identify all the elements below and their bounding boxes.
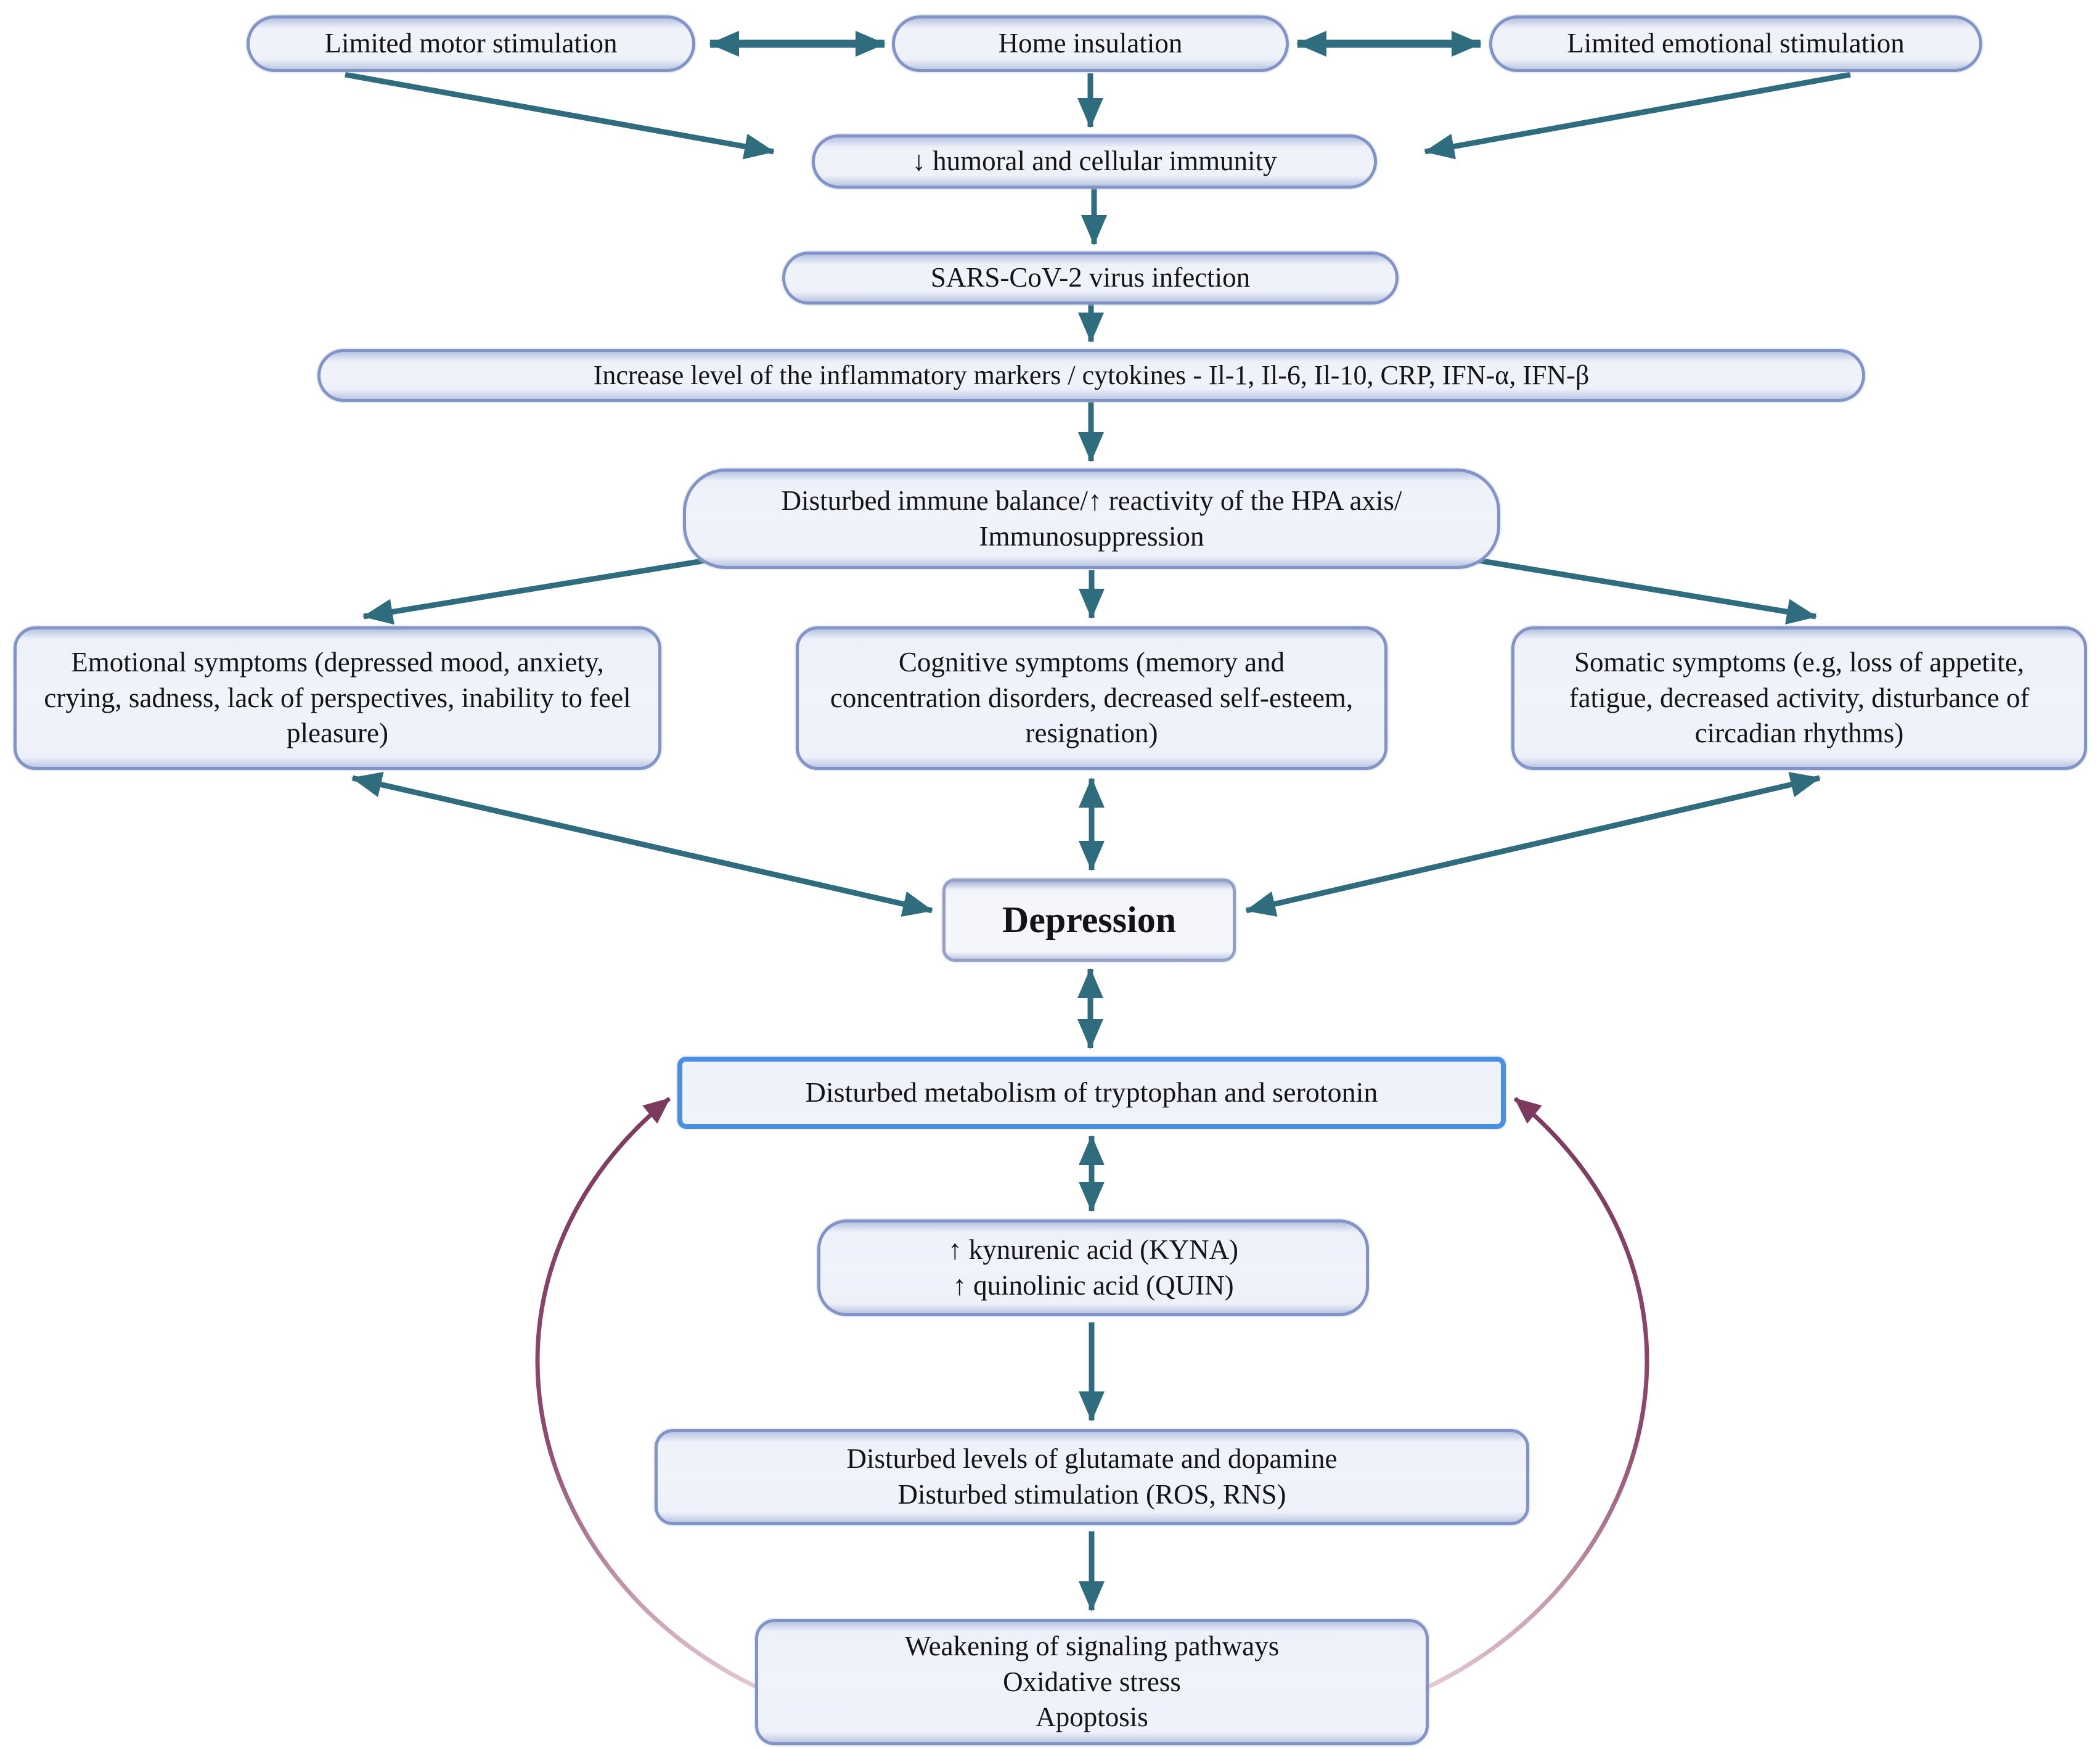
node-depression: Depression <box>942 879 1236 962</box>
node-emotional-symptoms: Emotional symptoms (depressed mood, anxi… <box>14 626 661 770</box>
node-label: Disturbed metabolism of tryptophan and s… <box>805 1076 1378 1108</box>
node-label-line3: Apoptosis <box>1036 1702 1148 1733</box>
node-weakening-oxidative-apoptosis: Weakening of signaling pathways Oxidativ… <box>755 1619 1429 1745</box>
node-label: Limited motor stimulation <box>324 28 618 59</box>
node-label-line2: Disturbed stimulation (ROS, RNS) <box>897 1479 1286 1510</box>
node-label: ↓ humoral and cellular immunity <box>912 145 1277 177</box>
node-label-line1: Disturbed levels of glutamate and dopami… <box>846 1443 1338 1475</box>
edge-emotional-depression <box>351 772 933 917</box>
edge-weakening-to-tryptophan-left <box>535 1097 779 1699</box>
edge-weakening-to-tryptophan-right <box>1405 1097 1649 1699</box>
node-tryptophan-serotonin-metabolism: Disturbed metabolism of tryptophan and s… <box>677 1057 1506 1129</box>
node-limited-motor-stimulation: Limited motor stimulation <box>247 15 695 72</box>
node-glutamate-dopamine: Disturbed levels of glutamate and dopami… <box>655 1429 1529 1525</box>
edge-limited-motor-to-humoral <box>345 72 775 160</box>
node-label-line1: ↑ kynurenic acid (KYNA) <box>947 1234 1239 1265</box>
node-somatic-symptoms: Somatic symptoms (e.g, loss of appetite,… <box>1511 626 2087 770</box>
node-label-line2: Oxidative stress <box>1003 1666 1181 1697</box>
node-home-insulation: Home insulation <box>892 15 1289 72</box>
node-disturbed-immune-balance: Disturbed immune balance/↑ reactivity of… <box>683 469 1500 569</box>
node-humoral-cellular-immunity: ↓ humoral and cellular immunity <box>812 134 1377 189</box>
node-label: Increase level of the inflammatory marke… <box>593 359 1590 390</box>
edge-immune-to-emotional <box>362 557 711 625</box>
node-sars-cov2-infection: SARS-CoV-2 virus infection <box>782 252 1399 305</box>
edge-limited-emotional-to-humoral <box>1424 72 1851 160</box>
node-label: Disturbed immune balance/↑ reactivity of… <box>781 485 1402 552</box>
node-inflammatory-markers: Increase level of the inflammatory marke… <box>317 349 1865 402</box>
node-label: Home insulation <box>998 28 1183 59</box>
node-label-line1: Weakening of signaling pathways <box>904 1631 1280 1662</box>
edge-immune-to-somatic <box>1474 557 1817 625</box>
node-label: Cognitive symptoms (memory and concentra… <box>830 647 1354 749</box>
node-limited-emotional-stimulation: Limited emotional stimulation <box>1489 15 1982 72</box>
node-label: Somatic symptoms (e.g, loss of appetite,… <box>1569 647 2030 749</box>
node-label-line2: ↑ quinolinic acid (QUIN) <box>952 1269 1234 1301</box>
node-label: Depression <box>1002 899 1177 941</box>
node-cognitive-symptoms: Cognitive symptoms (memory and concentra… <box>796 626 1387 770</box>
node-label: SARS-CoV-2 virus infection <box>930 262 1251 293</box>
edge-somatic-depression <box>1245 772 1821 917</box>
node-label: Limited emotional stimulation <box>1567 28 1905 59</box>
node-label: Emotional symptoms (depressed mood, anxi… <box>44 647 631 749</box>
node-kyna-quin: ↑ kynurenic acid (KYNA) ↑ quinolinic aci… <box>817 1219 1369 1316</box>
